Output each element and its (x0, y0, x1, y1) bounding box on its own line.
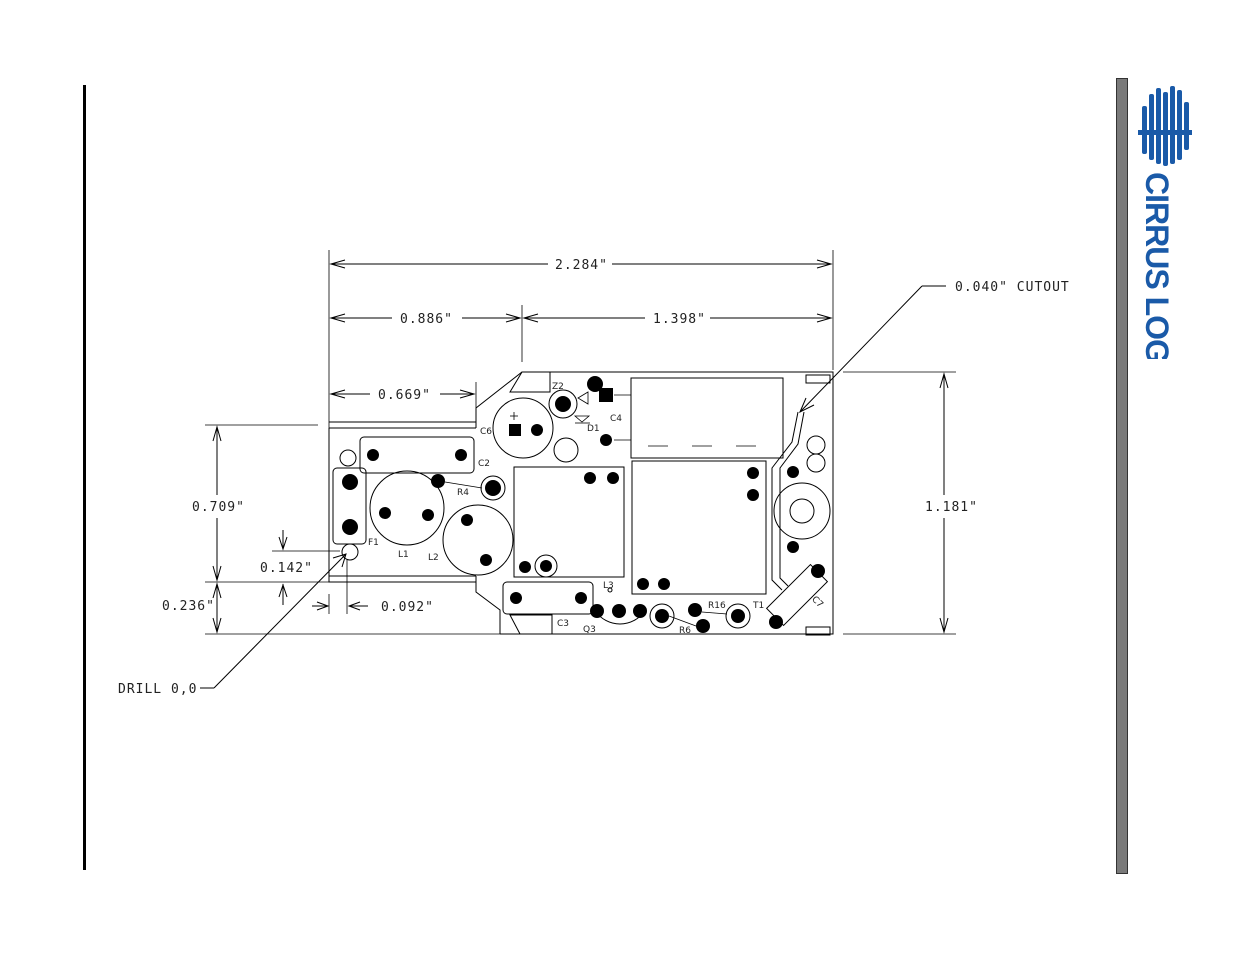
ref-c6: C6 (480, 427, 492, 437)
ref-c3: C3 (557, 619, 569, 629)
dim-right-width: 1.398" (653, 312, 706, 327)
dim-drill-offset-x: 0.092" (381, 600, 434, 615)
ref-l3: L3 (603, 581, 614, 591)
dim-left-height: 0.709" (192, 500, 245, 515)
pcb-components (333, 376, 830, 633)
dim-drill-origin: DRILL 0,0 (118, 682, 197, 697)
ref-q3: Q3 (583, 625, 596, 635)
ref-d1: D1 (587, 424, 600, 434)
ref-z2: Z2 (552, 382, 564, 392)
ref-r4: R4 (457, 488, 469, 498)
ref-c4: C4 (610, 414, 622, 424)
ref-l1: L1 (398, 550, 409, 560)
ref-f1: F1 (368, 538, 379, 548)
ref-r6: R6 (679, 626, 691, 636)
ref-r16: R16 (708, 601, 726, 611)
logo-wordmark: CIRRUS LOGIC (1139, 172, 1175, 359)
dim-cutout: 0.040" CUTOUT (955, 280, 1070, 295)
ref-t1: T1 (752, 601, 764, 611)
cirrus-logic-logo: CIRRUS LOGIC (1136, 84, 1196, 359)
right-margin-bar (1116, 78, 1128, 874)
ref-c2: C2 (478, 459, 490, 469)
dim-drill-offset-y: 0.142" (260, 561, 313, 576)
dim-bottom-offset: 0.236" (162, 599, 215, 614)
dim-overall-height: 1.181" (925, 500, 978, 515)
dim-left-width: 0.886" (400, 312, 453, 327)
ref-l2: L2 (428, 553, 439, 563)
dim-overall-width: 2.284" (555, 258, 608, 273)
dim-inner-width: 0.669" (378, 388, 431, 403)
